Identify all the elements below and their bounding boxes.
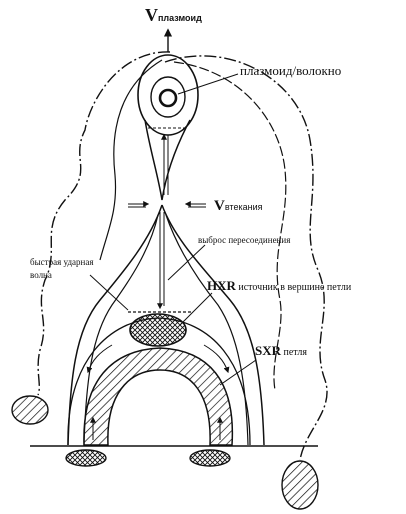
footpoint-left: [65, 449, 107, 467]
sxr-leader: [219, 359, 257, 386]
v-plasmoid-symbol: V: [145, 5, 158, 25]
hxr-label: HXR источник в вершине петли: [207, 279, 351, 293]
sxr-loop: [83, 347, 234, 446]
reconnection-outflow-label: выброс пересоединения: [198, 235, 291, 245]
outer-arc: [67, 317, 251, 446]
plasmoid-label: плазмоид/волокно: [240, 63, 342, 78]
v-plasmoid-subscript: плазмоид: [158, 13, 202, 23]
plasmoid-middle: [150, 76, 186, 118]
arc-arrow-right: [203, 344, 230, 374]
plasmoid-core: [158, 88, 178, 108]
shock-leader: [89, 274, 129, 311]
sxr-label-rest: петля: [283, 347, 308, 358]
arc-arrow-left: [86, 344, 113, 374]
cusp-left: [67, 204, 163, 446]
fast-shock-line-1: быстрая ударная: [30, 257, 94, 267]
hxr-leader: [179, 292, 213, 326]
sxr-label-bold: SXR: [255, 343, 282, 358]
v-inflow-symbol: V: [214, 198, 225, 214]
remote-footpoint-left: [11, 395, 49, 425]
left-mid-field-line: [99, 59, 163, 261]
current-sheet-upper: [144, 119, 191, 201]
left-outer-field-line: [37, 51, 171, 396]
cusp-right: [161, 204, 265, 446]
v-plasmoid-label: Vплазмоид: [145, 6, 202, 24]
hxr-source: [129, 313, 187, 347]
fast-shock-label: быстрая ударная волна: [30, 256, 94, 282]
hxr-label-bold: HXR: [207, 278, 236, 293]
right-outer-field-line: [164, 55, 328, 461]
v-inflow-label: Vвтекания: [214, 199, 262, 214]
outflow-leader: [167, 244, 206, 281]
sxr-label: SXR петля: [255, 344, 307, 358]
remote-footpoint-right: [281, 460, 319, 510]
inner-left-line: [83, 214, 159, 446]
hxr-label-rest: источник в вершине петли: [238, 282, 352, 293]
plasmoid-leader: [177, 73, 239, 95]
footpoint-right: [189, 449, 231, 467]
fast-shock-line-2: волна: [30, 270, 52, 280]
right-mid-field-line: [173, 61, 287, 391]
v-inflow-subscript: втекания: [224, 202, 263, 212]
